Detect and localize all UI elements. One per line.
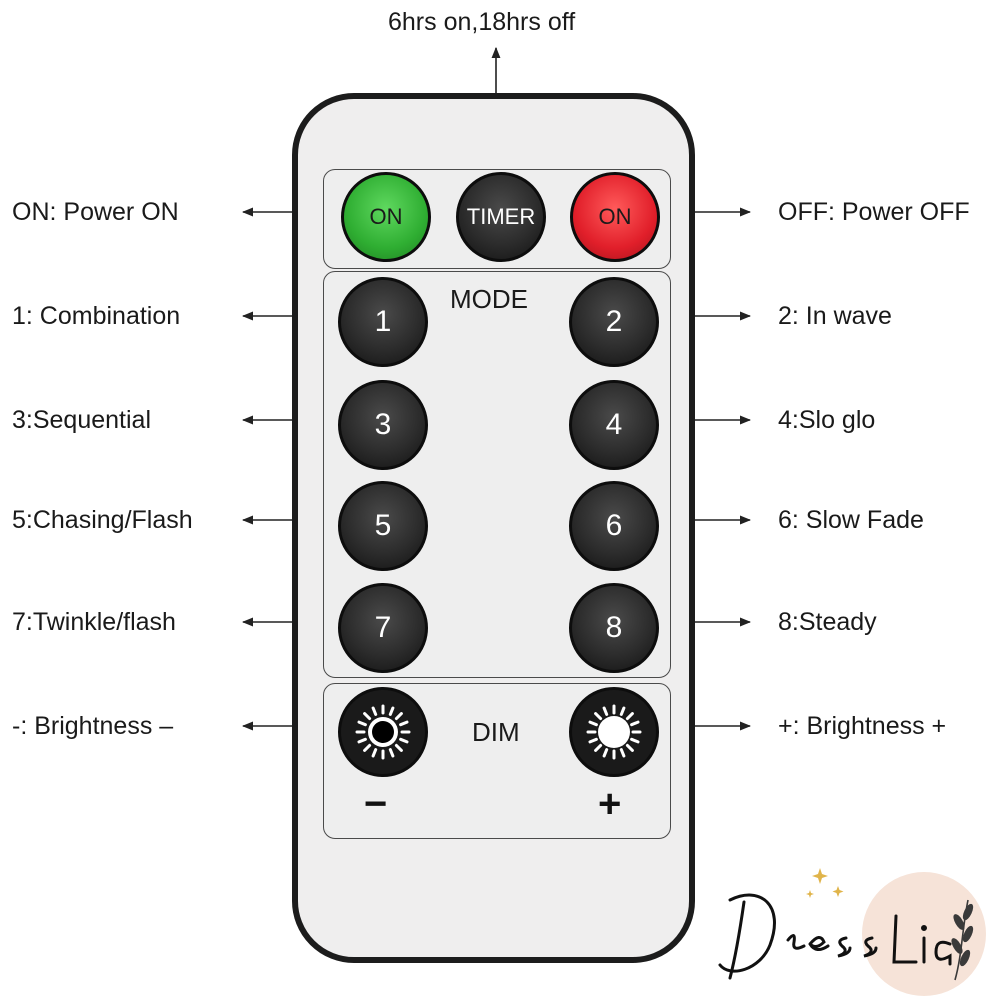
mode-8-button[interactable]: 8 (569, 583, 659, 673)
logo-script (718, 893, 952, 980)
plus-sign: + (598, 782, 622, 826)
dim-minus-callout: -: Brightness – (12, 712, 174, 740)
dim-plus-callout: +: Brightness + (778, 712, 947, 740)
mode-1-button[interactable]: 1 (338, 277, 428, 367)
on-callout: ON: Power ON (12, 198, 179, 226)
mode-4-button[interactable]: 4 (569, 380, 659, 470)
mode-3-button[interactable]: 3 (338, 380, 428, 470)
mode-2-button[interactable]: 2 (569, 277, 659, 367)
mode-panel: MODE 1 2 3 4 5 6 7 8 (323, 271, 671, 678)
remote-body: ON TIMER ON MODE 1 2 3 4 5 6 7 8 DIM (292, 93, 695, 963)
off-callout: OFF: Power OFF (778, 198, 970, 226)
power-on-button[interactable]: ON (341, 172, 431, 262)
dim-panel: DIM (323, 683, 671, 839)
mode-8-label: 8 (605, 611, 623, 644)
mode8-callout: 8:Steady (778, 608, 877, 636)
timer-callout: 6hrs on,18hrs off (388, 8, 576, 36)
mode7-callout: 7:Twinkle/flash (12, 608, 176, 636)
power-off-button-label: ON (598, 204, 632, 229)
mode-7-button[interactable]: 7 (338, 583, 428, 673)
sun-bright-icon (586, 704, 642, 760)
timer-button[interactable]: TIMER (456, 172, 546, 262)
mode-4-label: 4 (605, 408, 623, 441)
mode6-callout: 6: Slow Fade (778, 506, 924, 534)
mode-2-label: 2 (605, 305, 623, 338)
minus-sign: − (364, 782, 388, 826)
brightness-up-button[interactable] (569, 687, 659, 777)
mode-1-label: 1 (374, 305, 392, 338)
mode1-callout: 1: Combination (12, 302, 181, 330)
mode-3-label: 3 (374, 408, 392, 441)
top-button-panel: ON TIMER ON (323, 169, 671, 269)
sun-dim-icon (355, 704, 411, 760)
mode2-callout: 2: In wave (778, 302, 892, 330)
mode-title: MODE (450, 284, 528, 314)
dim-title: DIM (472, 717, 520, 747)
brightness-down-button[interactable] (338, 687, 428, 777)
mode3-callout: 3:Sequential (12, 406, 152, 434)
power-on-button-label: ON (369, 204, 403, 229)
mode-5-button[interactable]: 5 (338, 481, 428, 571)
leaf-branch-icon (951, 899, 974, 981)
mode-7-label: 7 (374, 611, 392, 644)
power-off-button[interactable]: ON (570, 172, 660, 262)
dresslia-logo (718, 868, 974, 981)
timer-button-label: TIMER (466, 204, 536, 229)
mode-6-button[interactable]: 6 (569, 481, 659, 571)
mode5-callout: 5:Chasing/Flash (12, 506, 193, 534)
mode-5-label: 5 (374, 509, 392, 542)
sparkle-icon (806, 868, 844, 898)
mode-6-label: 6 (605, 509, 623, 542)
mode4-callout: 4:Slo glo (778, 406, 876, 434)
